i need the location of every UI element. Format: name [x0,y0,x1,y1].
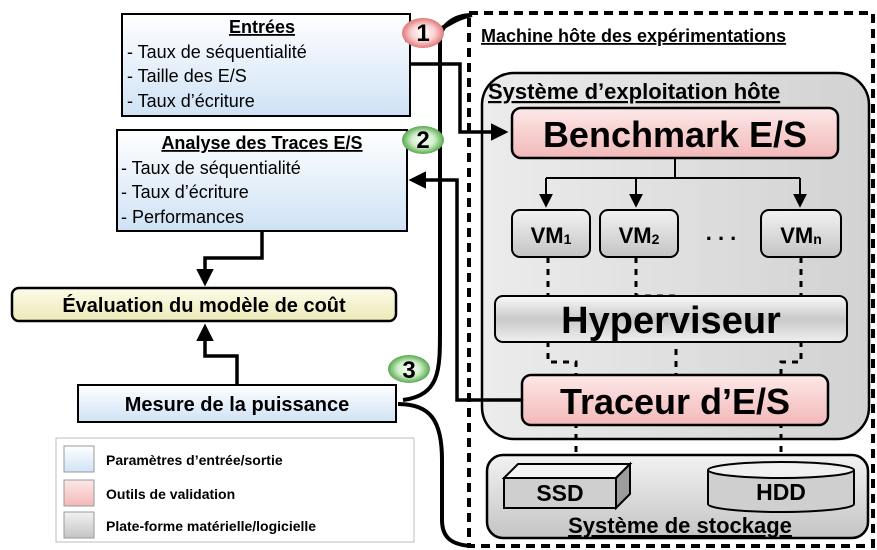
evaluation-box [10,286,398,323]
vm-1-label: VM [531,223,564,248]
inputs-item: - Taux d’écriture [127,91,255,111]
legend-label: Outils de validation [106,486,235,502]
step-2-badge: 2 [402,126,444,154]
vm-1: VM1 [511,209,591,258]
svg-text:VMn: VMn [780,223,822,248]
inputs-box [121,13,411,117]
host-machine-title: Machine hôte des expérimentations [481,26,786,46]
vm-2: VM2 [599,209,679,258]
host-os-title: Système d’exploitation hôte [488,79,780,104]
inputs-title: Entrées [229,17,295,37]
svg-text:VM1: VM1 [531,223,572,248]
analysis-box [116,129,408,232]
power-label: Mesure de la puissance [125,394,350,416]
vm-2-label: VM [619,223,652,248]
tracer-label: Traceur d’E/S [560,381,790,422]
hypervisor-box [494,295,848,343]
vm-2-subscript: 2 [652,231,660,247]
analysis-item: - Taux de séquentialité [121,158,301,178]
vm-ellipsis: . . . [706,220,737,245]
analysis-item: - Performances [121,207,244,227]
vm-n-subscript: n [813,231,822,247]
svg-text:VM2: VM2 [619,223,660,248]
vm-1-subscript: 1 [564,231,572,247]
legend-label: Plate-forme matérielle/logicielle [106,518,316,534]
step-1-badge: 1 [402,18,444,48]
inputs-item: - Taux de séquentialité [127,42,307,62]
ssd-drive-icon [501,461,633,511]
legend: Paramètres d’entrée/sortie Outils de val… [55,437,415,543]
flow-arrows [196,62,522,402]
evaluation-label: Évaluation du modèle de coût [62,294,346,317]
inputs-item: - Taille des E/S [127,66,247,86]
hdd-label: HDD [756,479,806,505]
legend-swatch-platform [63,511,95,539]
step-1-label: 1 [416,20,429,47]
vm-n: VMn [760,209,842,258]
benchmark-fanout-lines [539,158,807,208]
hypervisor-label: Hyperviseur [561,300,781,342]
analysis-title: Analyse des Traces E/S [161,133,362,153]
step-3-badge: 3 [388,355,430,384]
analysis-item: - Taux d’écriture [121,182,249,202]
ssd-label: SSD [536,480,583,506]
legend-label: Paramètres d’entrée/sortie [106,452,283,468]
storage-title: Système de stockage [568,513,792,538]
power-box [77,384,397,423]
hdd-drive-icon [707,461,855,513]
vm-n-label: VM [780,223,813,248]
legend-swatch-validation [63,479,95,507]
legend-frame [55,437,415,543]
step-3-label: 3 [402,357,415,384]
step-2-label: 2 [416,127,429,154]
legend-swatch-io [63,445,95,473]
benchmark-label: Benchmark E/S [543,114,807,155]
